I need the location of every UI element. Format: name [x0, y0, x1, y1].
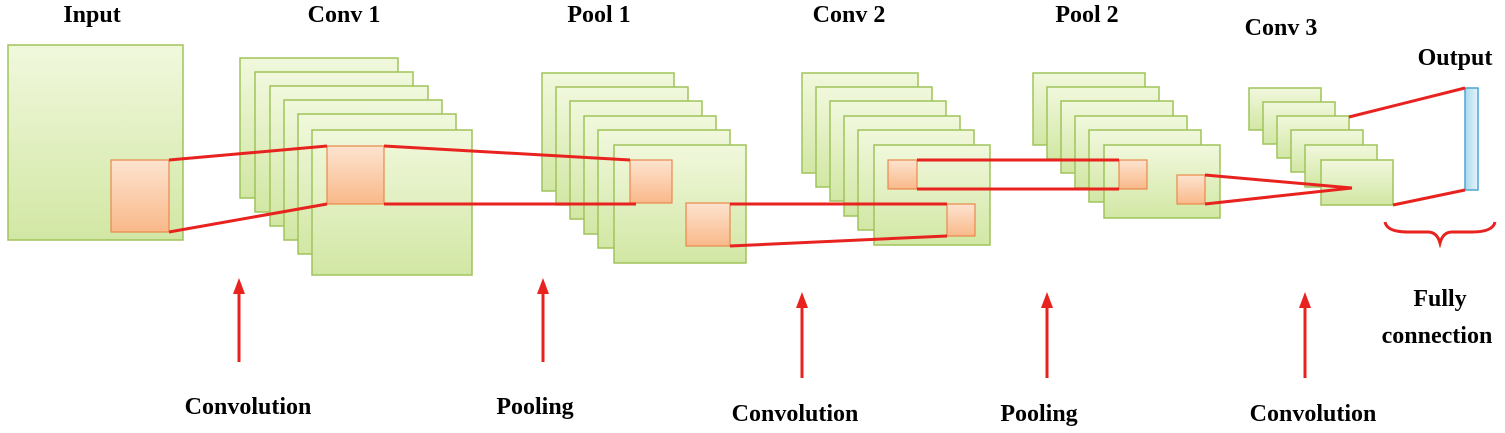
pool2-patch-upper: [1118, 159, 1148, 190]
connector-line: [168, 202, 328, 234]
connector-line: [1204, 173, 1353, 190]
label-output: Output: [1418, 45, 1493, 71]
brace-icon: [1383, 221, 1497, 249]
connector-line: [1392, 188, 1466, 207]
connector-line: [383, 144, 631, 162]
conv1-patch: [326, 145, 385, 205]
conv2-patch-lower: [946, 203, 976, 237]
connector-line: [1348, 86, 1466, 119]
connector-line: [168, 144, 328, 162]
input-patch: [110, 159, 170, 233]
arrow-convolution-3: [1299, 292, 1311, 378]
label-operation-convolution-2: Convolution: [732, 401, 859, 427]
pool1-patch-lower: [685, 202, 731, 247]
label-operation-pooling-1: Pooling: [496, 394, 573, 420]
connector-line: [729, 234, 948, 248]
label-input: Input: [63, 2, 120, 28]
conv1-stack: [239, 57, 473, 276]
label-operation-convolution-3: Convolution: [1250, 401, 1377, 427]
label-pool2: Pool 2: [1055, 2, 1118, 28]
arrow-pooling-1: [537, 278, 549, 362]
output-vector: [1464, 87, 1479, 191]
feature-map: [1320, 159, 1394, 206]
label-operation-pooling-2: Pooling: [1000, 401, 1077, 427]
conv2-stack: [801, 72, 991, 246]
label-conv1: Conv 1: [308, 2, 381, 28]
arrow-convolution-1: [233, 278, 245, 362]
label-fully-connection-line2: connection: [1382, 323, 1493, 349]
label-conv3: Conv 3: [1245, 15, 1318, 41]
arrow-pooling-2: [1041, 292, 1053, 378]
label-operation-convolution-1: Convolution: [185, 394, 312, 420]
conv3-stack: [1248, 87, 1394, 206]
pool1-patch-upper: [629, 159, 673, 204]
label-pool1: Pool 1: [567, 2, 630, 28]
connector-line: [1204, 186, 1353, 206]
connectors: [168, 86, 1466, 248]
label-fully-connection-line1: Fully: [1413, 286, 1466, 312]
pool2-patch-lower: [1176, 174, 1206, 205]
label-conv2: Conv 2: [813, 2, 886, 28]
conv2-patch-upper: [887, 159, 918, 190]
arrow-convolution-2: [796, 292, 808, 378]
